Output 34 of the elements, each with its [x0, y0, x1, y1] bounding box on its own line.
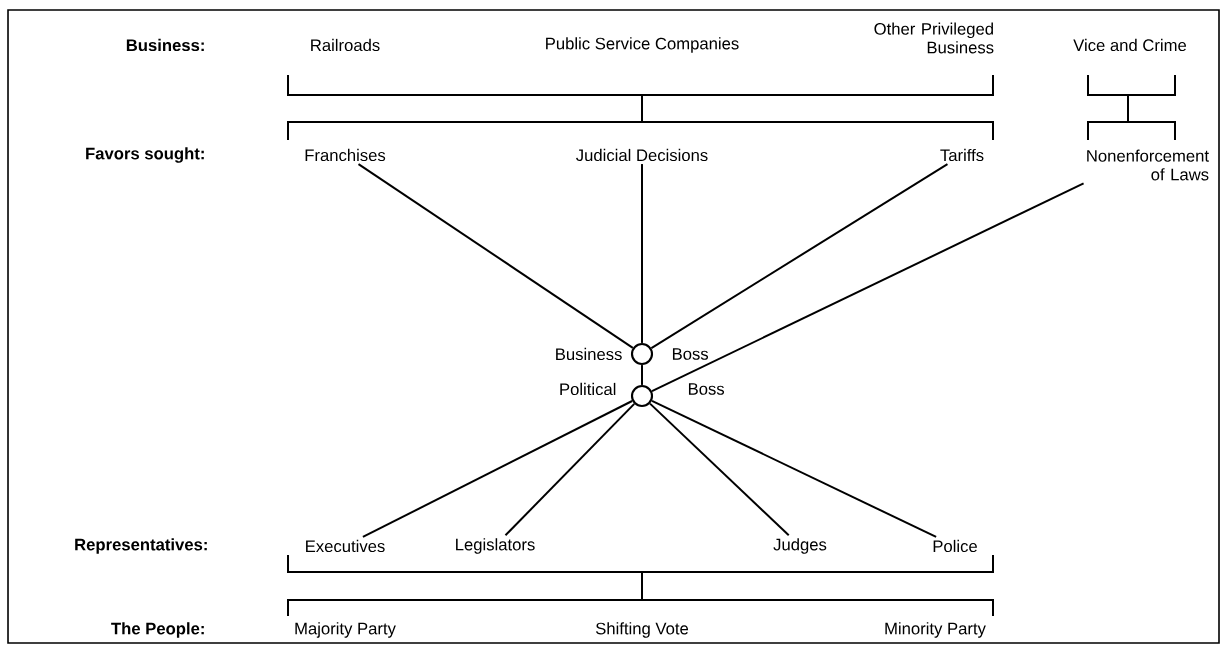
node-text: Majority Party [295, 622, 396, 638]
node-text: Executives [306, 539, 385, 553]
row-label: Favors sought: [86, 147, 204, 163]
junction-circle [630, 384, 654, 408]
node-text: Other Privileged Business [874, 22, 994, 54]
node-text: Franchises [305, 148, 386, 162]
node-text: Judicial Decisions [576, 148, 708, 162]
node-text: Legislators [456, 538, 535, 554]
node-text: Judges [773, 538, 827, 554]
row-label: Business: [126, 38, 204, 52]
node-label: Boss [672, 348, 709, 360]
connector-line [650, 182, 1085, 393]
node-label: Boss [688, 383, 725, 395]
row-label: Representatives: [75, 538, 207, 554]
node-text: Minority Party [885, 622, 986, 638]
node-text: Railroads [311, 38, 380, 52]
junction-circle [630, 342, 654, 366]
node-text: Shifting Vote [595, 622, 689, 638]
connector-line [361, 400, 634, 538]
node-text: Police [933, 539, 977, 553]
connector-line [641, 364, 643, 386]
connector-line [649, 402, 790, 537]
connector-line [641, 163, 643, 344]
connector-line [650, 163, 949, 350]
connector-line [651, 399, 938, 538]
node-text: Vice and Crime [1073, 38, 1187, 52]
connector-line [504, 402, 636, 537]
node-text: Nonenforcement of Laws [1087, 149, 1209, 181]
node-label: Political [560, 382, 616, 396]
node-label: Business [556, 347, 622, 361]
row-label: The People: [111, 622, 204, 638]
node-text: Public Service Companies [546, 37, 739, 53]
connector-line [357, 163, 634, 349]
node-text: Tariffs [940, 148, 984, 162]
